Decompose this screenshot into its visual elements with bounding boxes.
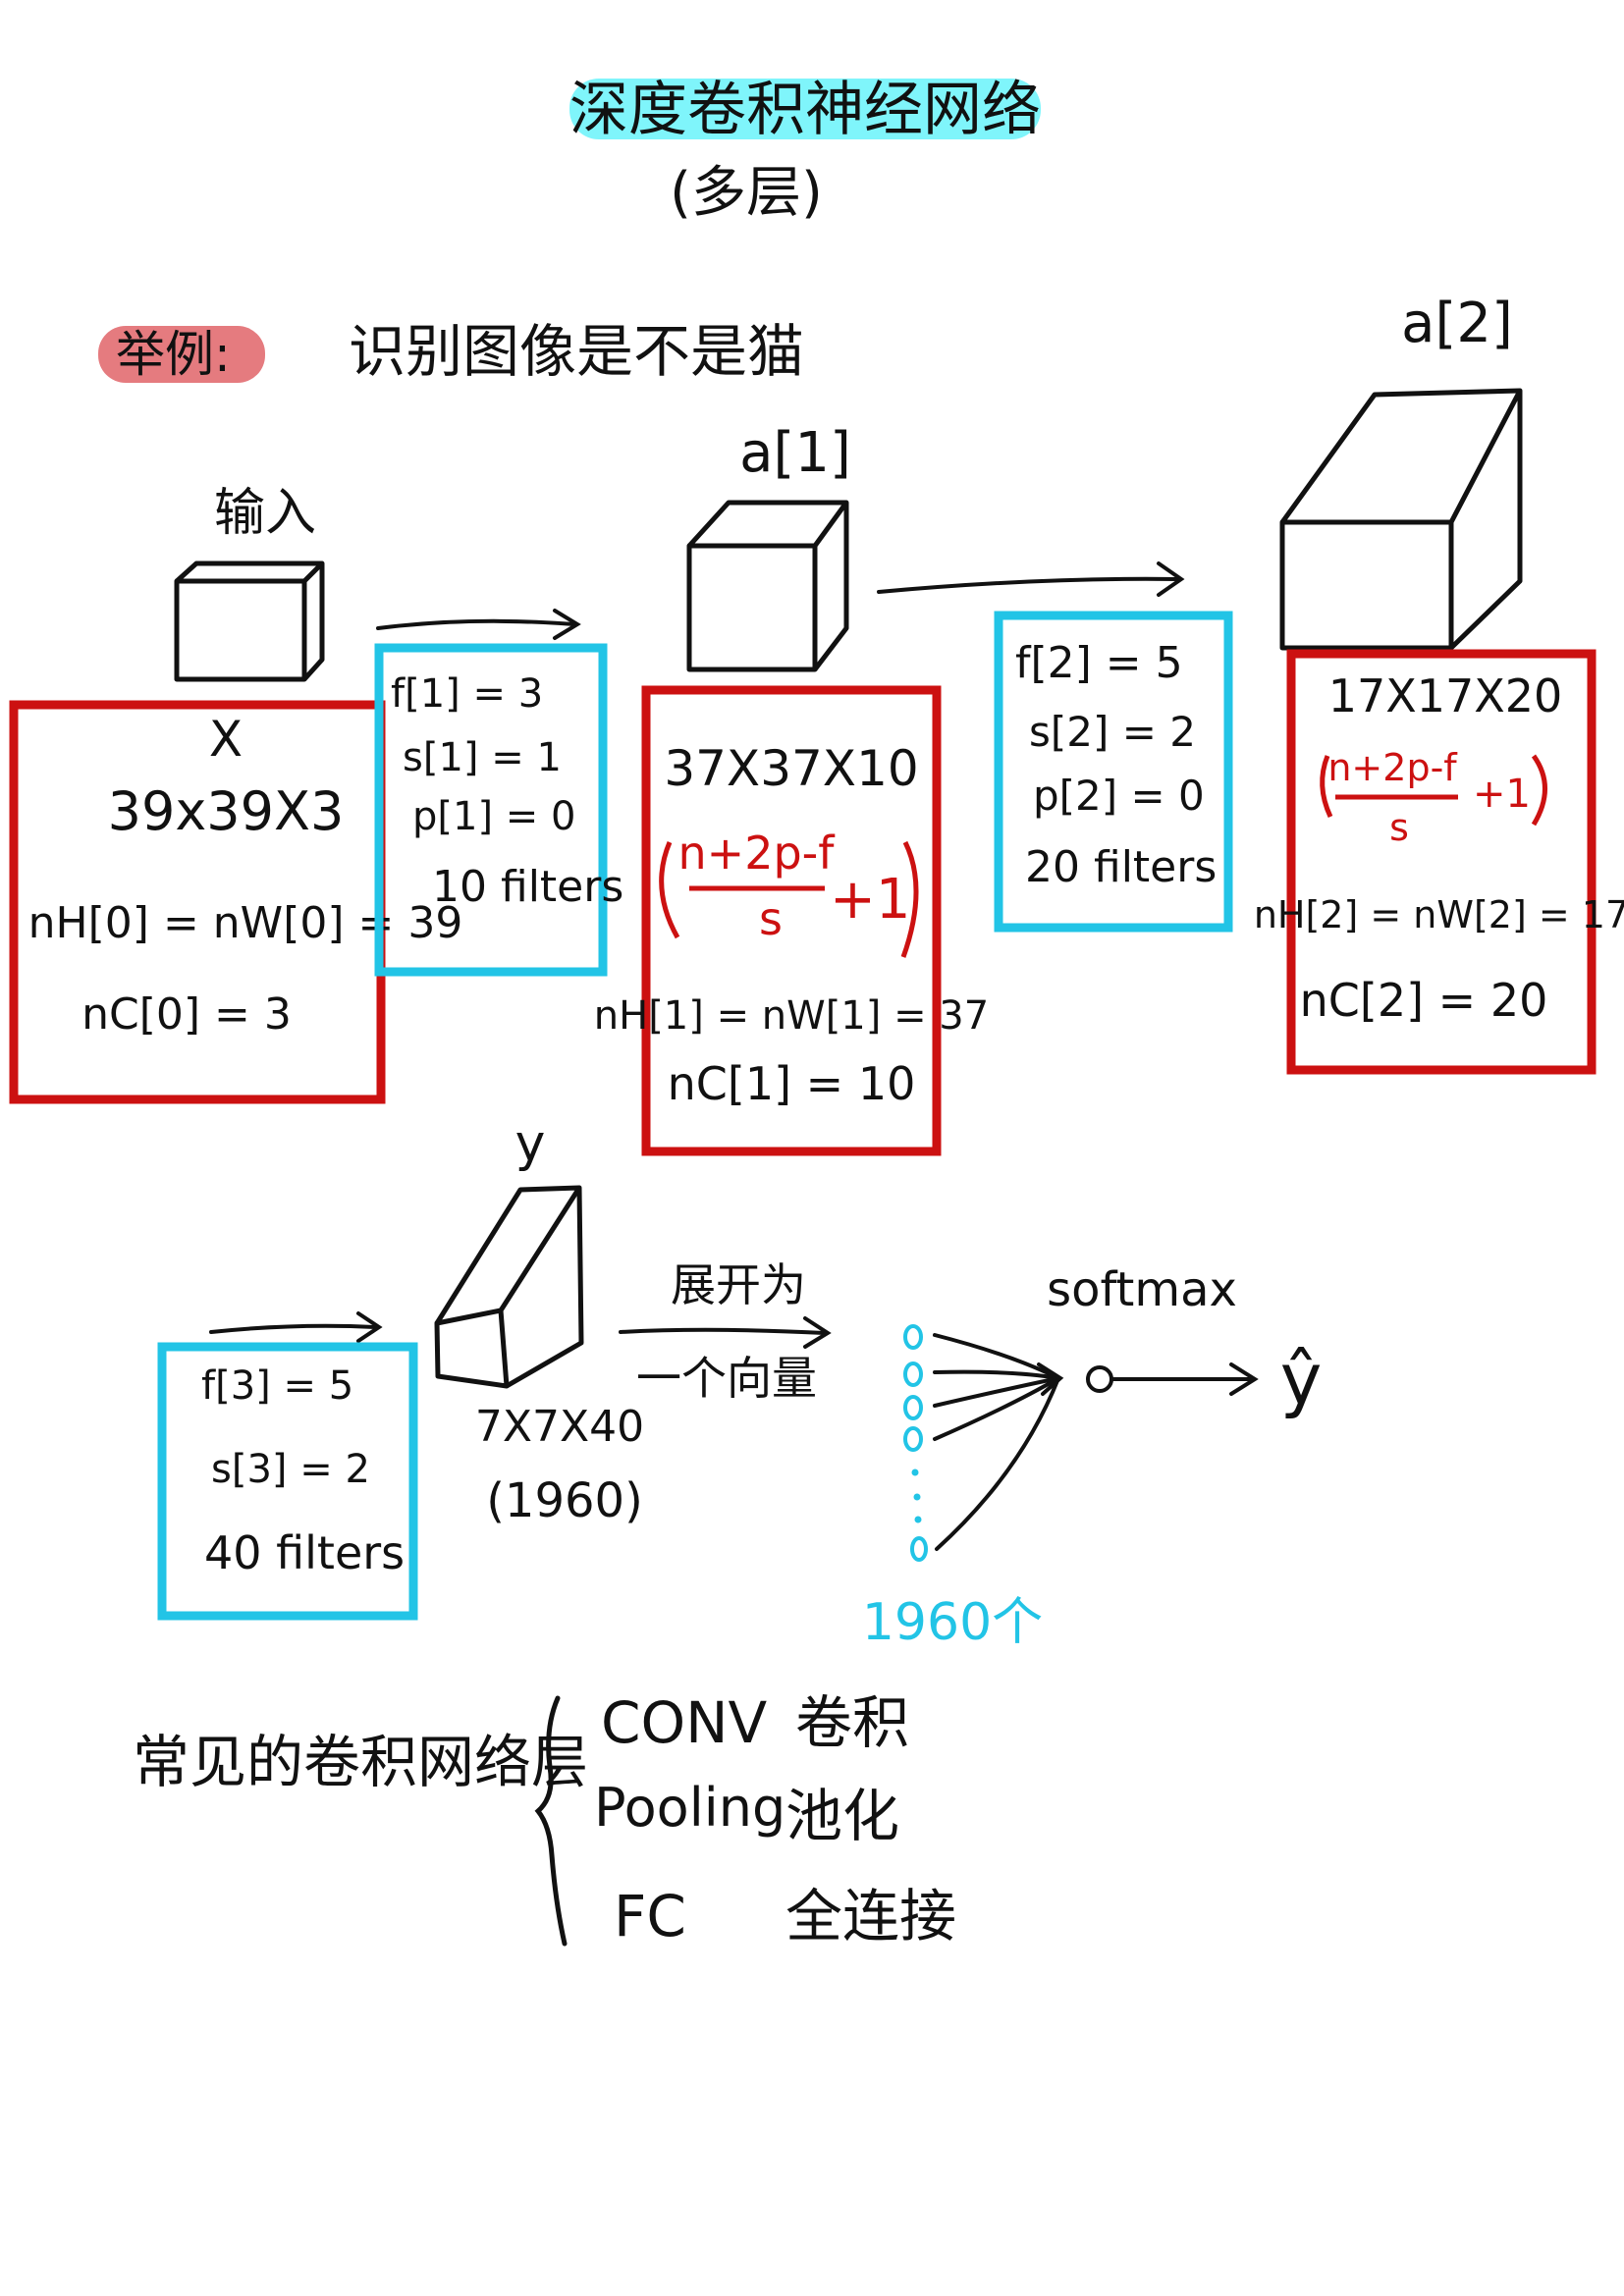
a2-formula-den: s (1389, 806, 1409, 849)
layer1-f: f[1] = 3 (391, 671, 543, 717)
layer1-p: p[1] = 0 (412, 794, 575, 839)
layer2-filters: 20 filters (1025, 842, 1217, 892)
layer-type-name-fc: 全连接 (785, 1883, 956, 1949)
vector-connections (933, 1333, 1064, 1551)
arrow-input-to-a1 (376, 609, 581, 640)
input-label: 输入 (214, 484, 316, 543)
example-tag: 举例: (116, 326, 231, 383)
input-var: X (209, 711, 243, 768)
arrow-a1-to-a2 (877, 561, 1185, 597)
vector-node-4 (903, 1426, 923, 1452)
arrow-a2-to-a3 (209, 1311, 383, 1343)
a2-info-box (1286, 649, 1597, 1075)
softmax-output: ŷ (1280, 1338, 1323, 1420)
vector-node-3 (903, 1395, 923, 1420)
layer-type-abbr-fc: FC (614, 1883, 686, 1949)
layer-types-brace (534, 1695, 568, 1947)
a2-nc: nC[2] = 20 (1300, 974, 1548, 1027)
layer1-s: s[1] = 1 (403, 735, 562, 780)
a3-label: y (515, 1114, 546, 1173)
layer3-f: f[3] = 5 (201, 1363, 353, 1409)
a1-nc: nC[1] = 10 (668, 1057, 916, 1110)
softmax-output-arrow (1110, 1362, 1259, 1396)
a1-formula: n+2p-f s +1 (659, 827, 919, 958)
layer2-s: s[2] = 2 (1029, 708, 1196, 756)
layer-type-name-conv: 卷积 (795, 1689, 909, 1756)
example-text: 识别图像是不是猫 (349, 318, 804, 385)
title-group: 深度卷积神经网络 (多层) (569, 76, 1041, 225)
a1-formula-left-paren (659, 841, 680, 939)
layer2-params-box (994, 611, 1233, 933)
a2-formula-right-paren (1531, 754, 1547, 827)
a1-info-box (641, 685, 942, 1156)
softmax-label: softmax (1047, 1262, 1237, 1317)
layer2-f: f[2] = 5 (1015, 638, 1183, 688)
a2-formula-num: n+2p-f (1327, 746, 1458, 789)
example-group: 举例: 识别图像是不是猫 (98, 318, 804, 385)
a1-dims: 37X37X10 (664, 740, 918, 797)
page-subtitle: (多层) (670, 161, 823, 225)
a1-formula-right-paren (900, 840, 919, 958)
a1-cube (686, 500, 849, 672)
vector-ellipsis (911, 1468, 922, 1523)
layer-type-list: CONV 卷积 Pooling 池化 FC 全连接 (594, 1689, 956, 1949)
a3-prism (434, 1185, 584, 1389)
vector-nodes (903, 1324, 928, 1562)
a2-formula-plus: +1 (1473, 772, 1531, 817)
a1-nh-nw: nH[1] = nW[1] = 37 (594, 993, 989, 1039)
a2-formula: n+2p-f s +1 (1320, 746, 1547, 849)
layer3-s: s[3] = 2 (211, 1447, 370, 1492)
vector-node-1 (903, 1324, 923, 1350)
input-dims: 39x39X3 (108, 780, 345, 842)
a2-cube (1279, 388, 1523, 651)
layer-type-abbr-conv: CONV (601, 1689, 768, 1756)
layer-type-name-pooling: 池化 (785, 1783, 899, 1849)
input-nh-nw: nH[0] = nW[0] = 39 (28, 898, 463, 948)
layer2-p: p[2] = 0 (1033, 772, 1205, 820)
layer1-filters: 10 filters (432, 862, 623, 912)
a2-label: a[2] (1401, 292, 1513, 355)
vector-count-label: 1960个 (862, 1593, 1043, 1652)
page-title: 深度卷积神经网络 (569, 76, 1041, 144)
flatten-arrow (619, 1316, 832, 1349)
layer3-filters: 40 filters (204, 1526, 405, 1579)
a2-formula-left-paren (1320, 755, 1333, 819)
vector-node-last (910, 1536, 928, 1562)
a3-dims: 7X7X40 (475, 1402, 644, 1452)
layer-types-heading: 常见的卷积网络层 (133, 1729, 588, 1795)
a3-count: (1960) (486, 1473, 643, 1528)
vector-node-2 (903, 1362, 923, 1387)
layer1-params-box (374, 643, 608, 977)
flatten-bottom: 一个向量 (636, 1352, 817, 1405)
example-tag-highlight (98, 326, 265, 383)
a1-formula-num: n+2p-f (678, 827, 837, 880)
a1-formula-plus: +1 (830, 868, 911, 932)
flatten-top: 展开为 (671, 1258, 806, 1311)
a1-formula-den: s (759, 892, 783, 945)
layer-type-abbr-pooling: Pooling (594, 1777, 785, 1839)
layer3-params-box (157, 1342, 418, 1621)
a2-dims: 17X17X20 (1328, 669, 1563, 722)
a1-label: a[1] (739, 421, 851, 485)
softmax-node (1086, 1365, 1113, 1393)
a2-nh-nw: nH[2] = nW[2] = 17 (1254, 893, 1624, 936)
input-cube (174, 561, 325, 682)
input-nc: nC[0] = 3 (81, 989, 292, 1040)
title-highlight (569, 79, 1041, 139)
